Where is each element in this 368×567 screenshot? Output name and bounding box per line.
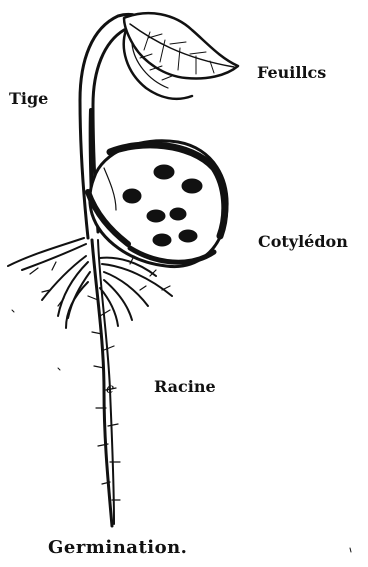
label-e-mark: e [106,381,114,397]
label-feuilles: Feuillcs [257,63,326,82]
print-specks [12,310,351,552]
leaves [124,13,238,99]
figure-caption: Germination. [48,537,187,558]
cotyledon [88,141,227,267]
taproot [88,240,120,526]
label-cotyledon: Cotylédon [258,232,348,251]
label-racine: Racine [154,377,216,396]
label-tige: Tige [9,89,48,108]
